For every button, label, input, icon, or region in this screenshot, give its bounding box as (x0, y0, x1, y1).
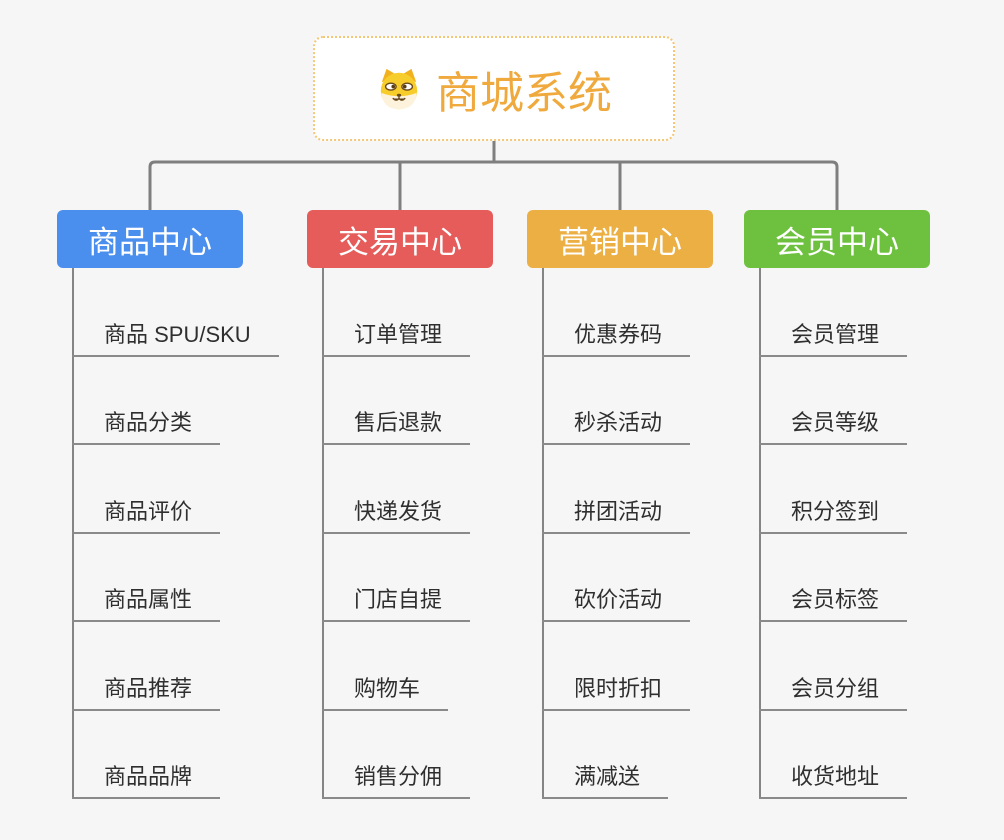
leaf-topic-label: 拼团活动 (574, 498, 663, 524)
leaf-topic[interactable]: 商品 SPU/SKU (72, 268, 279, 357)
branch-topic-label: 交易中心 (338, 224, 462, 260)
branch-topic[interactable]: 营销中心 (527, 210, 713, 268)
leaf-topic[interactable]: 销售分佣 (322, 711, 471, 799)
leaf-topic[interactable]: 商品分类 (72, 357, 221, 445)
branch-topic-label: 商品中心 (88, 224, 212, 260)
leaf-topic-label: 商品 SPU/SKU (104, 321, 251, 347)
leaf-topic[interactable]: 商品属性 (72, 534, 221, 622)
leaf-topic-label: 秒杀活动 (574, 410, 663, 435)
leaf-topic[interactable]: 拼团活动 (542, 445, 691, 534)
leaf-topic-label: 快递发货 (354, 498, 443, 524)
leaf-topic-label: 商品评价 (104, 498, 193, 524)
leaf-topic-label: 商品属性 (104, 587, 193, 612)
leaf-column: 商品 SPU/SKU 商品分类商品评价商品属性商品推荐商品品牌 (72, 268, 279, 799)
leaf-topic[interactable]: 商品推荐 (72, 622, 221, 711)
leaf-topic-label: 门店自提 (354, 587, 443, 612)
branch-topic[interactable]: 交易中心 (307, 210, 493, 268)
leaf-topic-label: 积分签到 (791, 498, 880, 524)
leaf-topic[interactable]: 门店自提 (322, 534, 471, 622)
leaf-topic[interactable]: 商品评价 (72, 445, 221, 534)
leaf-topic[interactable]: 限时折扣 (542, 622, 691, 711)
root-topic-label: 商城系统 (436, 68, 612, 118)
leaf-topic-label: 限时折扣 (574, 675, 663, 701)
leaf-column: 订单管理售后退款快递发货门店自提购物车销售分佣 (322, 268, 471, 799)
leaf-topic-label: 商品分类 (104, 410, 193, 435)
shiba-dog-icon (376, 66, 422, 112)
leaf-topic-label: 售后退款 (354, 410, 443, 435)
leaf-topic-label: 会员标签 (791, 587, 880, 612)
leaf-topic[interactable]: 商品品牌 (72, 711, 221, 799)
leaf-topic[interactable]: 订单管理 (322, 268, 471, 357)
root-topic[interactable]: 商城系统 (313, 36, 675, 141)
leaf-topic-label: 商品品牌 (104, 764, 193, 789)
leaf-column: 会员管理会员等级积分签到会员标签会员分组收货地址 (759, 268, 908, 799)
leaf-topic-label: 会员等级 (791, 410, 880, 435)
leaf-topic[interactable]: 砍价活动 (542, 534, 691, 622)
leaf-topic[interactable]: 会员分组 (759, 622, 908, 711)
leaf-topic[interactable]: 优惠券码 (542, 268, 691, 357)
leaf-topic[interactable]: 积分签到 (759, 445, 908, 534)
leaf-trunk-line (322, 268, 324, 799)
leaf-topic[interactable]: 会员标签 (759, 534, 908, 622)
leaf-topic-label: 购物车 (354, 675, 421, 701)
leaf-topic-label: 砍价活动 (574, 587, 663, 612)
leaf-topic-label: 会员分组 (791, 675, 880, 701)
leaf-topic-label: 满减送 (574, 764, 641, 789)
leaf-trunk-line (759, 268, 761, 799)
leaf-topic[interactable]: 会员管理 (759, 268, 908, 357)
leaf-topic-label: 收货地址 (791, 764, 880, 789)
leaf-topic[interactable]: 快递发货 (322, 445, 471, 534)
leaf-topic[interactable]: 会员等级 (759, 357, 908, 445)
leaf-topic[interactable]: 售后退款 (322, 357, 471, 445)
leaf-column: 优惠券码秒杀活动拼团活动砍价活动限时折扣满减送 (542, 268, 691, 799)
leaf-topic[interactable]: 满减送 (542, 711, 669, 799)
leaf-trunk-line (542, 268, 544, 799)
leaf-topic[interactable]: 秒杀活动 (542, 357, 691, 445)
branch-topic[interactable]: 会员中心 (744, 210, 930, 268)
leaf-topic-label: 商品推荐 (104, 675, 193, 701)
leaf-topic[interactable]: 收货地址 (759, 711, 908, 799)
leaf-topic[interactable]: 购物车 (322, 622, 449, 711)
branch-topic[interactable]: 商品中心 (57, 210, 243, 268)
leaf-topic-label: 优惠券码 (574, 321, 663, 347)
branch-topic-label: 营销中心 (558, 224, 682, 260)
leaf-topic-label: 订单管理 (354, 321, 443, 347)
leaf-trunk-line (72, 268, 74, 799)
leaf-topic-label: 销售分佣 (354, 764, 443, 789)
branch-topic-label: 会员中心 (775, 224, 899, 260)
branch-connector-frame (148, 160, 839, 211)
leaf-topic-label: 会员管理 (791, 321, 880, 347)
